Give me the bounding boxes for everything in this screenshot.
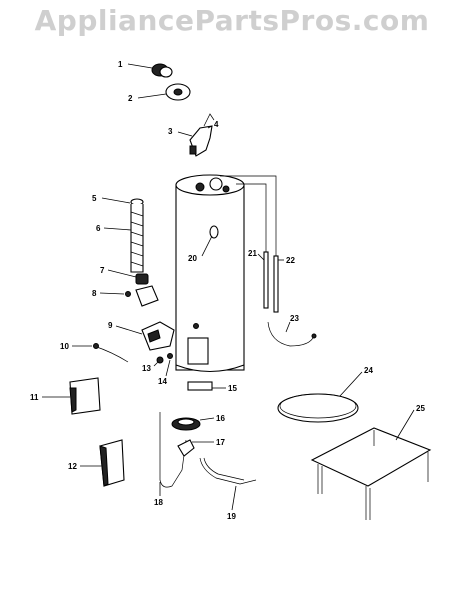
callout-9: 9	[108, 321, 113, 330]
callout-21: 21	[248, 249, 257, 258]
callout-8: 8	[92, 289, 97, 298]
callout-14: 14	[158, 377, 167, 386]
callout-4: 4	[214, 120, 219, 129]
water-heater-tank[interactable]	[175, 174, 245, 372]
part-16-17-18-burner[interactable]	[159, 412, 201, 488]
callout-16: 16	[216, 414, 225, 423]
part-19-manifold-tube[interactable]	[199, 457, 257, 485]
callout-24: 24	[364, 366, 373, 375]
part-1-cap[interactable]	[151, 63, 173, 78]
callout-3: 3	[168, 127, 173, 136]
callout-17: 17	[216, 438, 225, 447]
part-21-22-dip-tubes[interactable]	[220, 175, 279, 313]
callout-7: 7	[100, 266, 105, 275]
callout-12: 12	[68, 462, 77, 471]
part-2-washer[interactable]	[165, 83, 191, 101]
part-8-bracket[interactable]	[125, 285, 159, 307]
part-10-wire[interactable]	[93, 343, 129, 363]
callout-10: 10	[60, 342, 69, 351]
part-20-thermostat-probe[interactable]	[209, 225, 219, 239]
callout-19: 19	[227, 512, 236, 521]
callout-23: 23	[290, 314, 299, 323]
callout-1: 1	[118, 60, 123, 69]
callout-11: 11	[30, 393, 39, 402]
callout-6: 6	[96, 224, 101, 233]
part-3-4-relief-valve[interactable]	[189, 113, 215, 157]
part-25-stand[interactable]	[310, 427, 432, 520]
part-15-label[interactable]	[187, 381, 213, 391]
callout-2: 2	[128, 94, 133, 103]
part-12-inner-door[interactable]	[99, 439, 125, 487]
callout-22: 22	[286, 256, 295, 265]
part-7-fitting[interactable]	[135, 273, 149, 285]
part-13-14-nuts[interactable]	[156, 353, 173, 364]
part-11-jacket-door[interactable]	[69, 377, 101, 415]
callout-25: 25	[416, 404, 425, 413]
callout-13: 13	[142, 364, 151, 373]
callout-18: 18	[154, 498, 163, 507]
callout-labels: 1 2 3 4 5 6 7 8 9 10 11 12 13 14 15 16 1…	[30, 60, 425, 521]
leader-lines	[42, 63, 415, 511]
part-24-ring[interactable]	[277, 393, 359, 423]
callout-5: 5	[92, 194, 97, 203]
watermark-text: AppliancePartsPros.com	[34, 4, 430, 37]
part-5-6-flue-baffle[interactable]	[130, 198, 144, 273]
part-23-cable[interactable]	[267, 321, 317, 347]
part-9-gas-valve[interactable]	[141, 321, 175, 351]
callout-15: 15	[228, 384, 237, 393]
callout-20: 20	[188, 254, 197, 263]
